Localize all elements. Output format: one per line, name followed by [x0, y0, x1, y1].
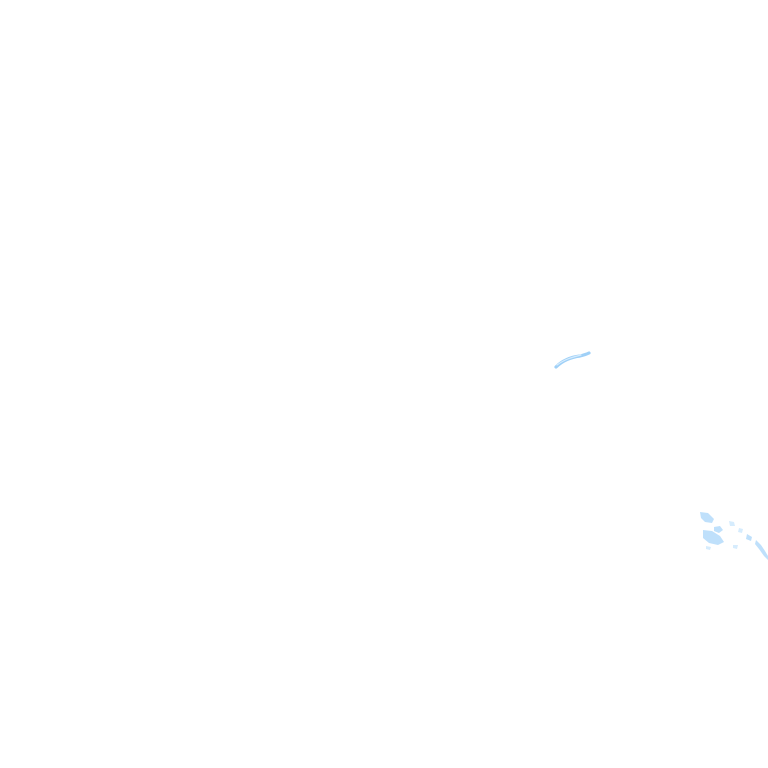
water-patch — [729, 521, 735, 526]
water-patch — [703, 530, 724, 545]
water-patch — [755, 540, 768, 560]
water-patch — [738, 528, 743, 533]
water-patch — [714, 526, 723, 533]
water-patch — [700, 512, 714, 523]
water-patch — [746, 534, 752, 541]
water-patch — [733, 545, 738, 549]
water-feature-arc-edge — [556, 354, 582, 366]
water-patch — [706, 546, 711, 550]
water-feature-cluster — [700, 512, 768, 560]
